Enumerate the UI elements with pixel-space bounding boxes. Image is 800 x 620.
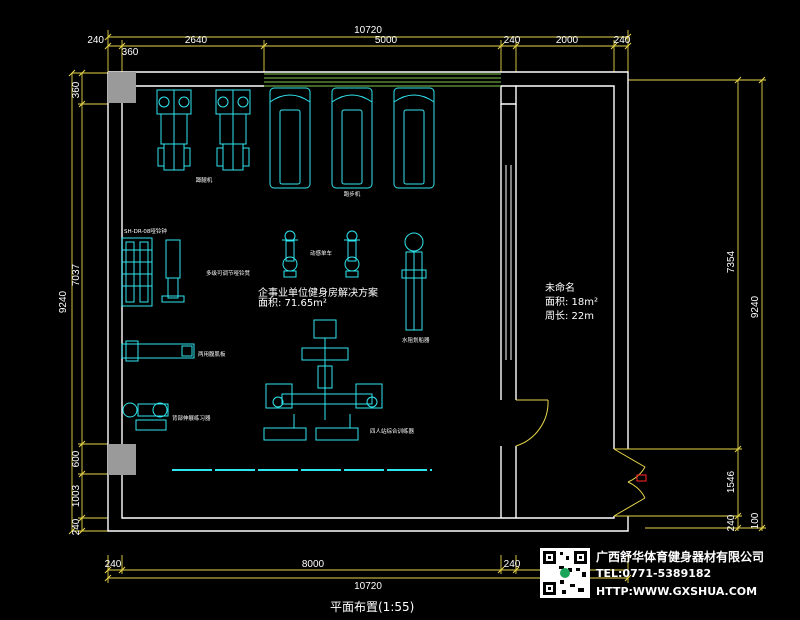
bottom-dim-8000: 8000 [302, 559, 325, 570]
right-total-dim: 9240 [750, 295, 761, 318]
rower [401, 232, 427, 331]
left-total-dim: 9240 [58, 290, 69, 313]
company-name: 广西舒华体育健身器材有限公司 [596, 550, 765, 564]
room-name: 未命名 [545, 281, 575, 294]
column-top-left [108, 72, 136, 103]
adjustable-bench-label: 多级可调节哑铃凳 [206, 269, 251, 277]
walls [107, 71, 629, 532]
right-dim-100: 100 [750, 512, 761, 529]
dumbbell-rack [121, 237, 153, 307]
spin-bike-1 [282, 230, 298, 278]
left-dim-7037: 7037 [71, 263, 82, 286]
leg-machine-1 [156, 89, 192, 171]
back-extension [122, 402, 169, 431]
plan-caption: 平面布置(1:55) [330, 600, 414, 614]
right-dim-240: 240 [726, 514, 737, 531]
left-dim-240: 240 [71, 518, 82, 535]
right-dim-7354: 7354 [726, 250, 737, 273]
right-dimensions: 7354 1546 240 9240 100 [628, 76, 766, 532]
treadmill-3 [393, 87, 435, 189]
plan-title: 企事业单位健身房解决方案 [258, 286, 378, 299]
room-perimeter: 周长: 22m [545, 310, 594, 322]
multi-station-label: 四人站综合训练器 [370, 427, 415, 435]
flat-bench-label: 两用腹肌板 [198, 350, 226, 358]
left-dim-600: 600 [71, 450, 82, 467]
leg-machine-label: 蹲腿机 [196, 176, 213, 184]
multi-station-trainer [263, 319, 383, 441]
spin-bike-2 [344, 230, 360, 278]
left-dimensions: 9240 360 7037 600 1003 240 [58, 69, 108, 535]
window [264, 73, 501, 87]
company-website[interactable]: HTTP:WWW.GXSHUA.COM [596, 585, 758, 598]
qr-code-image [540, 548, 590, 598]
adjustable-bench [161, 239, 185, 303]
treadmill-1 [269, 87, 311, 189]
treadmill-label: 跑步机 [344, 190, 361, 198]
top-dim-240: 240 [87, 35, 104, 46]
top-dim-240c: 240 [614, 35, 631, 46]
company-tel: TEL:0771-5389182 [596, 567, 712, 580]
dumbbell-rack-label: SH-DR-08哑铃钟 [124, 227, 167, 235]
back-extension-label: 背部伸展练习器 [172, 414, 211, 422]
left-dim-360: 360 [71, 81, 82, 98]
bottom-total-dim: 10720 [354, 581, 382, 592]
top-dim-5000: 5000 [375, 35, 398, 46]
flat-bench [121, 340, 195, 362]
treadmill-2 [331, 87, 373, 189]
door-entrance [613, 448, 647, 517]
bottom-dim-240: 240 [105, 559, 122, 570]
top-dim-240b: 240 [504, 35, 521, 46]
room-area: 面积: 18m² [545, 296, 598, 308]
leg-machine-2 [215, 89, 251, 171]
bottom-dim-240b: 240 [504, 559, 521, 570]
column-bottom-left [108, 444, 136, 475]
right-dim-1546: 1546 [726, 470, 737, 493]
plan-area: 面积: 71.65m² [258, 297, 327, 309]
door-inner [515, 399, 549, 447]
door-tag [636, 474, 647, 482]
top-dim-360: 360 [122, 47, 139, 58]
spin-bike-label: 动感单车 [310, 249, 333, 257]
top-dimensions: 10720 240 360 2640 5000 240 2000 240 [87, 25, 632, 72]
top-dim-2640: 2640 [185, 35, 208, 46]
top-dim-2000: 2000 [556, 35, 579, 46]
left-dim-1003: 1003 [71, 484, 82, 507]
top-total-dim: 10720 [354, 25, 382, 36]
rower-label: 水阻划船器 [402, 336, 430, 344]
